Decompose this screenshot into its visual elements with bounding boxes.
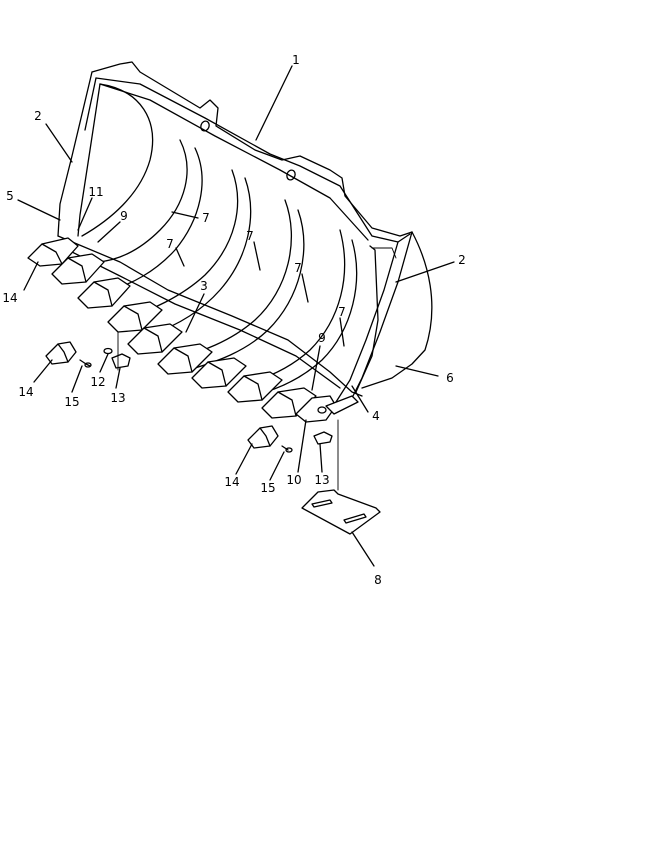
tooth-2: [51, 253, 105, 285]
callout-13b: 13: [314, 473, 329, 487]
lock-block-right: [313, 431, 333, 445]
callout-1: 1: [292, 53, 300, 67]
leader-7c: [253, 241, 261, 271]
leader-6: [395, 365, 439, 377]
leader-2-right: [395, 261, 455, 283]
callout-2-right: 2: [458, 253, 466, 267]
callout-15b: 15: [260, 481, 275, 495]
leader-14a: [23, 261, 39, 291]
callout-7b: 7: [166, 237, 174, 251]
tooth-1: [27, 237, 79, 267]
leader-4: [351, 385, 369, 413]
side-plate-8: [301, 419, 381, 535]
tooth-point-left: [45, 341, 77, 365]
tooth-3: [77, 277, 131, 309]
leader-7d: [301, 273, 309, 303]
leader-5: [17, 199, 61, 221]
leader-7a: [171, 211, 199, 219]
leader-15a: [71, 365, 83, 393]
callout-7e: 7: [338, 305, 346, 319]
leader-9a: [97, 221, 121, 243]
pin-right: [281, 445, 293, 453]
callout-2-left: 2: [34, 109, 42, 123]
callout-9a: 9: [120, 209, 128, 223]
callout-13a: 13: [110, 391, 125, 405]
leader-7b: [175, 247, 185, 267]
leader-8: [351, 531, 375, 567]
lock-washer-12: [103, 347, 113, 355]
leader-9b: [311, 345, 321, 391]
callout-6: 6: [446, 371, 454, 385]
leader-7e: [339, 317, 345, 347]
bucket-teeth: [27, 237, 359, 423]
callout-9b: 9: [318, 331, 326, 345]
leader-3: [185, 293, 205, 333]
leader-2-left: [45, 123, 73, 163]
leader-13a: [115, 367, 121, 389]
callout-12: 12: [90, 375, 105, 389]
leader-13b: [319, 443, 323, 473]
callout-4: 4: [372, 409, 380, 423]
callout-7d: 7: [294, 261, 302, 275]
callout-15a: 15: [64, 395, 79, 409]
leader-15b: [269, 451, 285, 481]
callout-7c: 7: [246, 229, 254, 243]
tooth-8: [227, 371, 283, 403]
pin-left: [79, 359, 92, 368]
leader-11: [77, 197, 93, 231]
tooth-7: [191, 357, 247, 389]
leader-lines: [17, 65, 455, 567]
leader-10: [297, 419, 307, 473]
bucket-body: [57, 61, 433, 403]
callout-5: 5: [6, 189, 14, 203]
tooth-6: [157, 343, 213, 375]
tooth-point-right: [247, 425, 279, 449]
lock-block-left: [111, 353, 131, 369]
callout-8: 8: [374, 573, 382, 587]
callout-3: 3: [200, 279, 208, 293]
tooth-9: [261, 387, 317, 419]
callout-14c: 14: [224, 475, 239, 489]
leader-1: [255, 65, 293, 141]
callout-14a: 14: [2, 291, 17, 305]
leader-12: [99, 353, 109, 373]
callout-10: 10: [286, 473, 301, 487]
callout-11: 11: [88, 185, 103, 199]
exploded-parts: [45, 341, 381, 535]
leader-14c: [235, 443, 253, 475]
callout-labels: 1 2 2 3 4 5 6 7 7 7 7 7 8 9 9 10 11 12 1…: [2, 53, 465, 587]
callout-14b: 14: [18, 385, 33, 399]
leader-14b: [33, 359, 53, 383]
callout-7a: 7: [202, 211, 210, 225]
tooth-5: [127, 323, 183, 355]
